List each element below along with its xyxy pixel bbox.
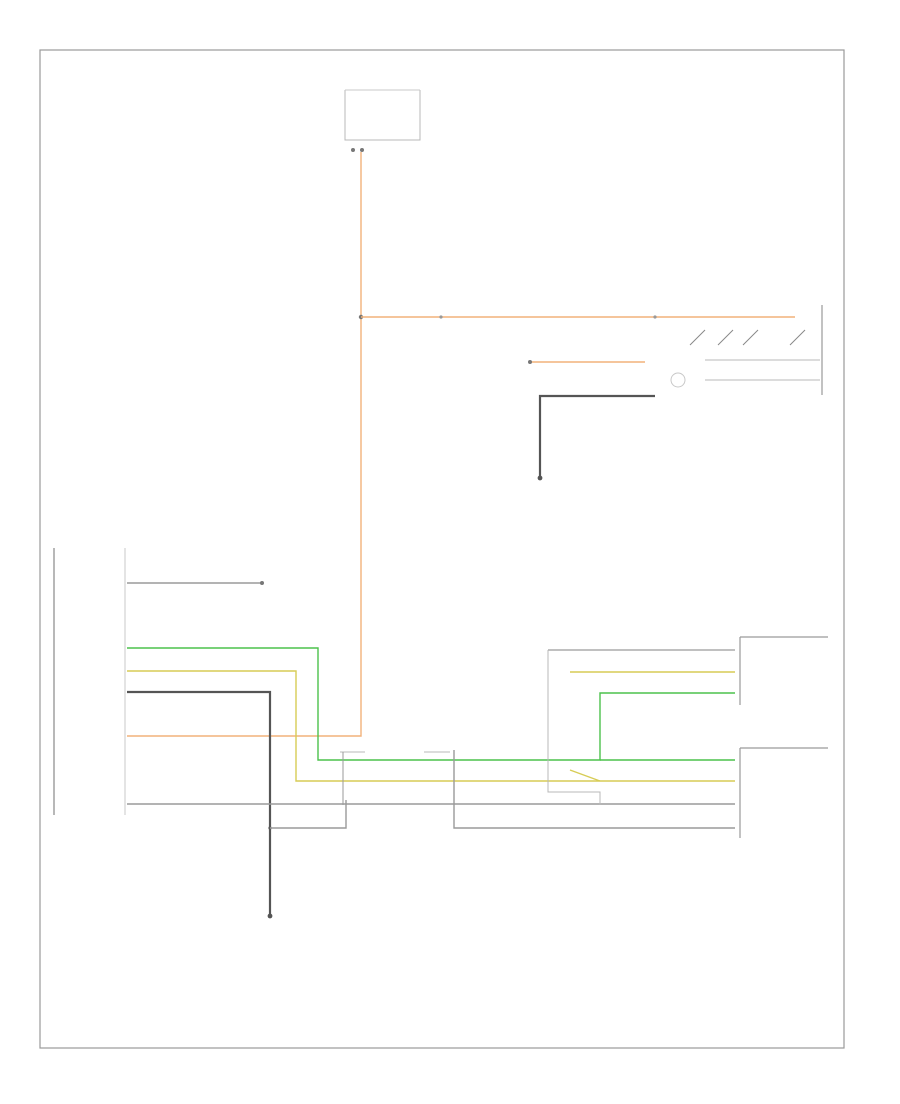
steering-upper-return (547, 650, 601, 805)
cruise-switch-module (670, 305, 823, 395)
fuse-block (344, 89, 421, 152)
wire-ground-upper (538, 394, 655, 478)
steering-module-lower-bracket (739, 747, 828, 838)
wire-illumination-terminal (260, 581, 264, 585)
ground-lower (267, 913, 273, 919)
fuse-terminal-a (351, 148, 355, 152)
wire-switch-feed-end (653, 315, 657, 319)
fuse-terminal-b (360, 148, 364, 152)
steering-module-upper-bracket (739, 636, 828, 705)
wire-signal-return (127, 690, 272, 916)
switch-contact-2 (717, 329, 734, 346)
switch-contact-4 (789, 329, 806, 346)
ground-upper (537, 475, 543, 481)
wire-can-low-cross (569, 769, 601, 782)
clock-spring (53, 548, 126, 815)
wire-ground-jumper-right (453, 750, 735, 829)
wire-switch-feed-connector (439, 315, 443, 319)
steering-module-lower (739, 747, 828, 838)
switch-contact-3 (742, 329, 759, 346)
wire-feed (127, 152, 362, 737)
steering-module-upper (547, 636, 828, 805)
wire-can-high (127, 647, 735, 761)
wire-lamp-feed-terminal (528, 360, 532, 364)
wire-can-low (127, 670, 735, 782)
switch-indicator-lamp (670, 372, 686, 388)
page-frame (39, 49, 845, 1049)
switch-contact-1 (689, 329, 706, 346)
wire-ground-jumper-left (270, 800, 347, 829)
fuse-block-outline (344, 90, 421, 141)
